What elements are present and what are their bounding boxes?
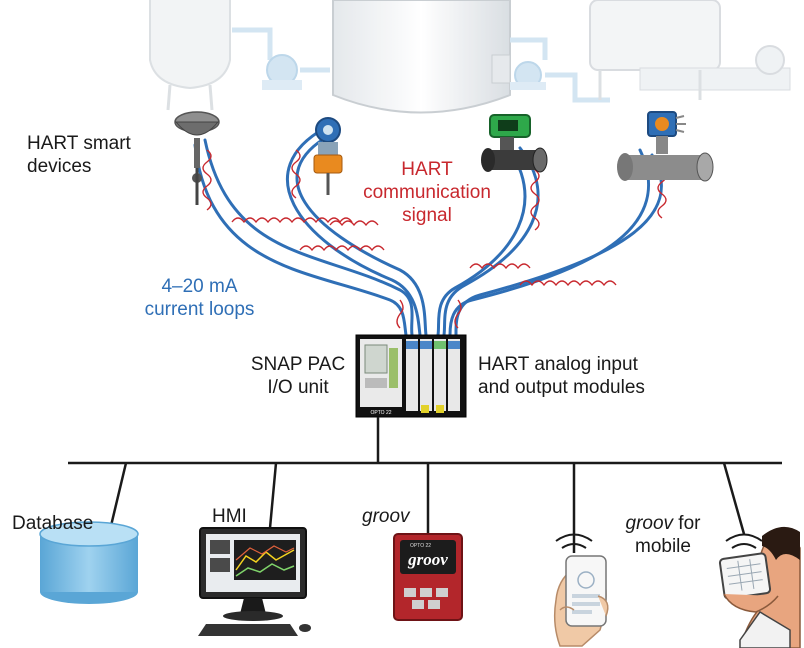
- loop-2-a: [295, 133, 428, 337]
- svg-text:OPTO 22: OPTO 22: [370, 410, 391, 416]
- snap-pac-io-unit: OPTO 22: [355, 334, 467, 418]
- label-groov-mobile-for: for: [673, 513, 701, 534]
- loop-1-a: [203, 138, 414, 337]
- current-loops: [193, 126, 663, 337]
- label-groov-mobile-line2: mobile: [635, 536, 691, 557]
- label-groov: groov: [362, 506, 410, 527]
- plant-background: [149, 0, 791, 114]
- label-hart-modules-line1: HART analog input: [478, 354, 638, 375]
- loop-1-b: [193, 143, 408, 337]
- label-hart-smart-devices: HART smart devices: [27, 132, 131, 178]
- groov-box-icon: OPTO 22 groov: [393, 533, 463, 621]
- label-current-loops: 4–20 mA current loops: [132, 275, 267, 321]
- label-hart-signal-line3: signal: [402, 205, 452, 226]
- label-hart-analog-modules: HART analog input and output modules: [478, 353, 645, 399]
- label-groov-for-mobile: groov for mobile: [613, 512, 713, 558]
- loop-2-b: [285, 126, 422, 337]
- label-hart-signal-line2: communication: [363, 182, 491, 203]
- hart-device-pressure-transmitter: [313, 117, 343, 195]
- label-current-loops-line1: 4–20 mA: [161, 276, 238, 297]
- hmi-monitor-icon: [198, 527, 311, 636]
- hart-device-level-probe: [174, 111, 220, 205]
- svg-text:OPTO 22: OPTO 22: [410, 543, 431, 549]
- loop-3-a: [442, 146, 540, 337]
- person-with-tablet-icon: [718, 526, 801, 648]
- label-snap-pac-io-unit: SNAP PAC I/O unit: [248, 353, 348, 399]
- loop-3-b: [436, 148, 527, 337]
- phone-in-hand-icon: [553, 555, 609, 647]
- loop-4-b: [448, 148, 651, 337]
- database-icon: [39, 521, 139, 604]
- hart-device-flow-meter: [481, 114, 548, 173]
- label-snap-pac-line2: I/O unit: [267, 377, 329, 398]
- hart-device-vortex-meter: [617, 111, 714, 182]
- label-groov-mobile-italic: groov: [625, 513, 674, 534]
- label-hmi: HMI: [212, 506, 247, 527]
- label-hart-smart-devices-line2: devices: [27, 156, 92, 177]
- label-hart-communication-signal: HART communication signal: [352, 158, 502, 227]
- svg-text:groov: groov: [407, 550, 448, 569]
- label-snap-pac-line1: SNAP PAC: [250, 354, 346, 375]
- wireless-signal-icon: [555, 533, 763, 549]
- label-current-loops-line2: current loops: [144, 299, 255, 320]
- label-hart-smart-devices-line1: HART smart: [27, 133, 131, 154]
- label-hart-modules-line2: and output modules: [478, 377, 645, 398]
- label-hart-signal-line1: HART: [401, 159, 453, 180]
- label-database: Database: [12, 513, 94, 534]
- network-bus: [68, 417, 782, 553]
